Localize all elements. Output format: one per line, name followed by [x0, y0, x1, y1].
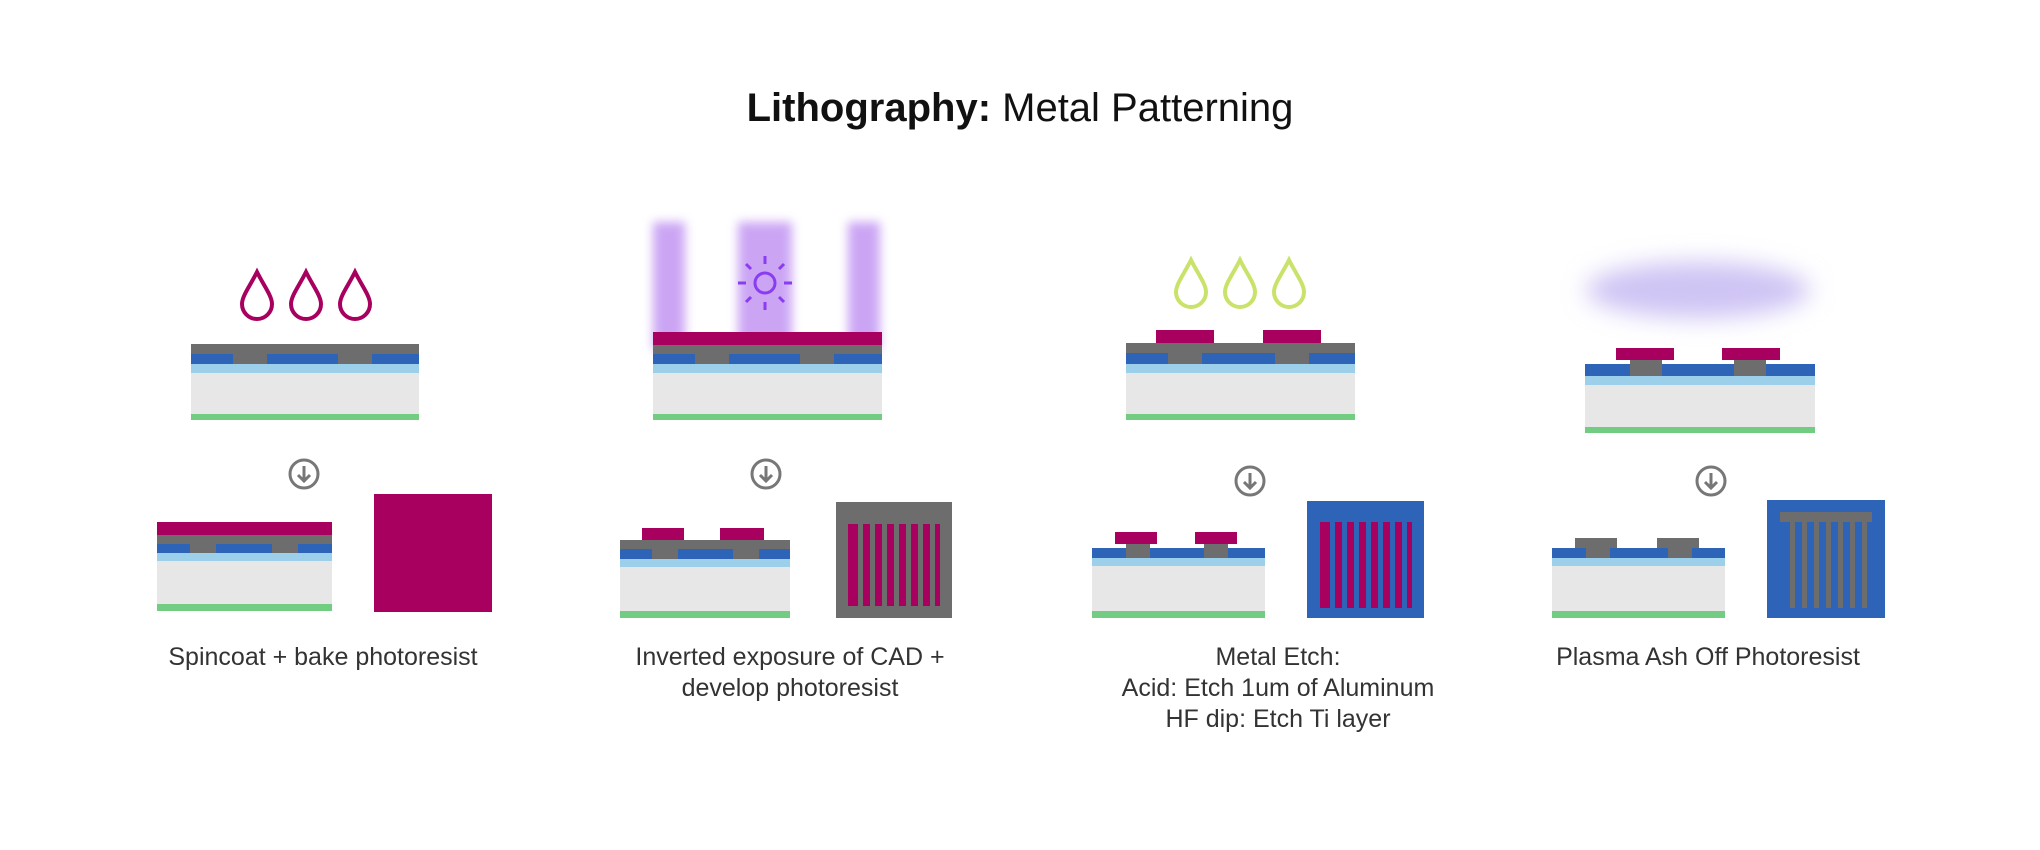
- page-title: Lithography: Metal Patterning: [0, 86, 2040, 131]
- wafer-stack-exposed: [653, 332, 882, 420]
- step-1: [157, 267, 492, 612]
- top-view-final: [1767, 500, 1885, 618]
- wafer-stack-etched: [1092, 532, 1265, 618]
- photoresist-drops: [239, 267, 373, 321]
- step-3-caption: Metal Etch: Acid: Etch 1um of Aluminum H…: [1078, 642, 1478, 735]
- step-1-caption: Spincoat + bake photoresist: [123, 642, 523, 673]
- caption-line: HF dip: Etch Ti layer: [1165, 705, 1391, 733]
- plasma-cloud: [1586, 262, 1810, 318]
- caption-line: Plasma Ash Off Photoresist: [1556, 643, 1860, 671]
- sun-icon: [738, 256, 792, 310]
- arrow-down-icon: [288, 458, 320, 490]
- top-view-etched: [1307, 501, 1424, 618]
- title-bold: Lithography:: [746, 86, 992, 130]
- acid-drops: [1173, 255, 1307, 309]
- wafer-stack-developed: [620, 528, 790, 618]
- caption-line: Acid: Etch 1um of Aluminum: [1121, 674, 1435, 702]
- caption-line: develop photoresist: [681, 674, 899, 702]
- step-4: [1552, 262, 1885, 618]
- top-view-photoresist: [374, 494, 492, 612]
- step-2: [620, 222, 952, 618]
- wafer-stack: [191, 344, 419, 420]
- wafer-stack-coated: [157, 522, 332, 611]
- arrow-down-icon: [750, 458, 782, 490]
- top-view-developed: [836, 502, 952, 618]
- arrow-down-icon: [1695, 465, 1727, 497]
- arrow-down-icon: [1234, 465, 1266, 497]
- step-4-caption: Plasma Ash Off Photoresist: [1508, 642, 1908, 673]
- step-3: [1092, 255, 1424, 618]
- wafer-stack-etch: [1126, 330, 1355, 420]
- caption-line: Spincoat + bake photoresist: [168, 643, 478, 671]
- uv-light-beams: [653, 222, 880, 350]
- caption-line: Metal Etch:: [1215, 643, 1341, 671]
- wafer-stack-final: [1552, 538, 1725, 618]
- step-2-caption: Inverted exposure of CAD + develop photo…: [590, 642, 990, 704]
- wafer-stack-ash: [1585, 348, 1815, 433]
- title-rest: Metal Patterning: [991, 86, 1294, 130]
- caption-line: Inverted exposure of CAD +: [635, 643, 945, 671]
